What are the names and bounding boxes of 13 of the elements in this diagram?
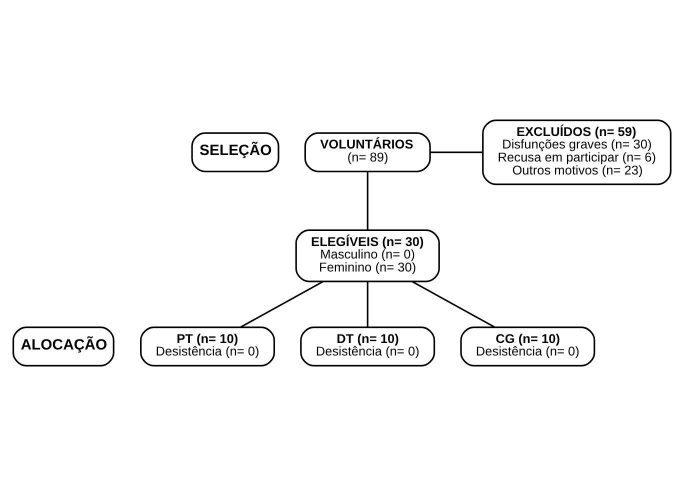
node-box: ALOCAÇÃO [12, 326, 114, 367]
node-box: PT (n= 10) Desistência (n= 0) [140, 326, 276, 367]
connector [366, 172, 368, 230]
node-box: DT (n= 10) Desistência (n= 0) [300, 326, 436, 367]
connector [412, 280, 495, 328]
node-box: EXCLUÍDOS (n= 59) Disfunções graves (n= 30) Recusa em participar (n= 6) Outros motivos (n= 23) [482, 119, 672, 186]
node-box: SELEÇÃO [191, 132, 280, 172]
connector [430, 151, 483, 154]
connector [366, 282, 368, 328]
node-box: CG (n= 10) Desistência (n= 0) [460, 326, 596, 367]
node-box: VOLUNTÁRIOS (n= 89) [304, 132, 431, 172]
node-box: ELEGÍVEIS (n= 30) Masculino (n= 0) Feminino (n= 30) [295, 229, 440, 282]
connector [240, 280, 324, 328]
